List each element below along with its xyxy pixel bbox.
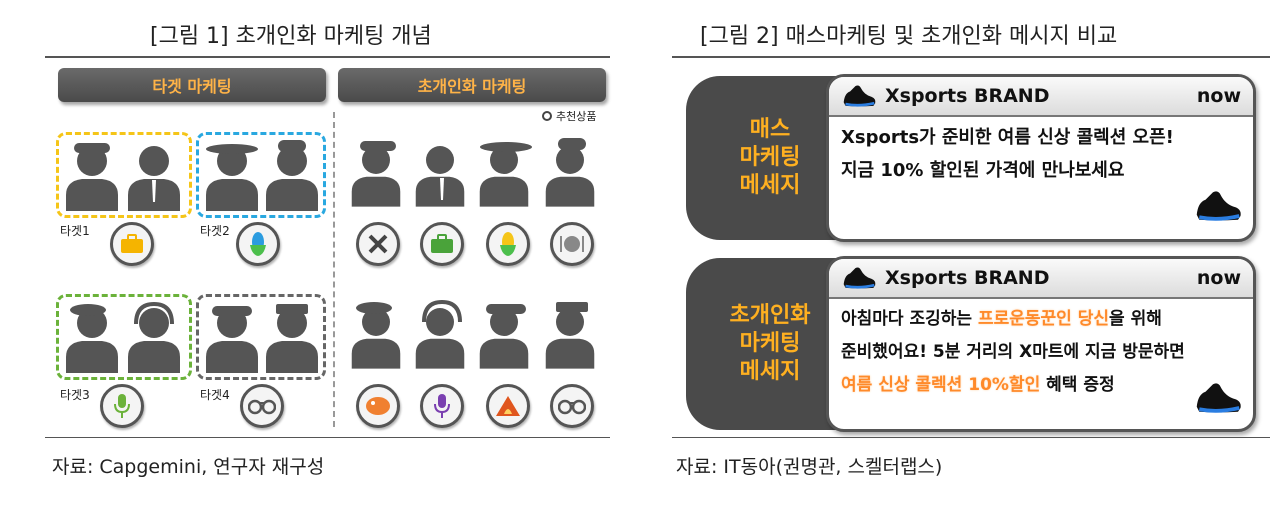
personal-line2: 준비했어요! 5분 거리의 X마트에 지금 방문하면 [841,342,1185,362]
personal-line3-b: 혜택 증정 [1040,375,1115,395]
construction-worker-icon [348,141,404,210]
mass-card-header: Xsports BRAND now [829,77,1253,117]
personal-label-line1: 초개인화 [729,303,811,328]
target4-label: 타겟4 [200,388,230,402]
personal-label-line2: 마케팅 [739,331,801,356]
corn-icon [486,222,530,266]
mass-time: now [1196,85,1241,107]
shoe-logo-icon [841,82,877,110]
personal-line3: 여름 신상 콜렉션 10%할인 혜택 증정 [841,369,1241,402]
section-divider [333,112,335,427]
recommend-dot-icon [542,111,552,121]
briefcase-icon [420,222,464,266]
office-worker-icon [124,140,184,212]
target4-group-box [196,294,326,380]
header-target-marketing: 타겟 마케팅 [58,68,326,102]
figure1-top-rule [45,56,610,58]
personal-message-card: Xsports BRAND now 아침마다 조깅하는 프로운동꾼인 당신을 위… [826,256,1256,432]
dj-icon [124,302,184,374]
palette-icon [356,384,400,428]
farmer-icon [476,142,532,210]
figure1-title: [그림 1] 초개인화 마케팅 개념 [150,24,432,49]
firefighter-icon [202,306,262,374]
recommend-legend-label: 추천상품 [556,110,597,123]
personal-line1-highlight: 프로운동꾼인 당신 [977,309,1110,329]
office-worker-icon [412,138,468,210]
shoe-icon [1193,379,1243,417]
personal-line1: 아침마다 조깅하는 프로운동꾼인 당신을 위해 [841,303,1241,336]
mass-line2: 지금 10% 할인된 가격에 만나보세요 [841,160,1125,181]
figure1-bottom-rule [45,437,610,438]
dj-icon [412,300,468,372]
figure2-source: 자료: IT동아(권명관, 스켈터랩스) [676,456,943,478]
mass-label-line2: 마케팅 [739,145,801,170]
briefcase-icon [110,222,154,266]
personal-label-line3: 메세지 [739,359,801,384]
microphone-icon [100,384,144,428]
police-icon [262,304,322,374]
figure2-title: [그림 2] 매스마케팅 및 초개인화 메시지 비교 [700,24,1118,49]
personal-line3-highlight: 여름 신상 콜렉션 10%할인 [841,375,1041,395]
mass-label-line1: 매스 [749,117,791,142]
personal-message-body: 아침마다 조깅하는 프로운동꾼인 당신을 위해 준비했어요! 5분 거리의 X마… [829,299,1253,406]
firefighter-icon [476,304,532,372]
target1-group-box [56,132,192,218]
mass-message-body: Xsports가 준비한 여름 신상 콜렉션 오픈! 지금 10% 할인된 가격… [829,117,1253,191]
construction-worker-icon [62,143,122,212]
recommend-legend: 추천상품 [542,108,596,124]
figure2-bottom-rule [672,437,1270,438]
figure2-top-rule [672,56,1270,58]
mass-message-card: Xsports BRAND now Xsports가 준비한 여름 신상 콜렉션… [826,74,1256,242]
target2-label: 타겟2 [200,224,230,238]
microphone-icon [420,384,464,428]
chef-icon [542,138,598,210]
personal-time: now [1196,267,1241,289]
target2-group-box [196,132,326,218]
header-hyper-personal-marketing: 초개인화 마케팅 [338,68,606,102]
mass-brand: Xsports BRAND [885,85,1050,107]
dish-icon [550,222,594,266]
corn-icon [236,222,280,266]
personal-brand: Xsports BRAND [885,267,1050,289]
personal-line1-b: 을 위해 [1109,309,1162,329]
personal-card-header: Xsports BRAND now [829,259,1253,299]
target3-label: 타겟3 [60,388,90,402]
fire-icon [486,384,530,428]
shoe-icon [1193,187,1243,225]
handcuffs-icon [240,384,284,428]
shoe-logo-icon [841,264,877,292]
police-icon [542,302,598,372]
farmer-icon [206,144,258,212]
mass-line1: Xsports가 준비한 여름 신상 콜렉션 오픈! [841,127,1174,148]
target1-label: 타겟1 [60,224,90,238]
handcuffs-icon [550,384,594,428]
tools-icon [356,222,400,266]
target3-group-box [56,294,192,380]
artist-icon [348,302,404,372]
chef-icon [262,140,322,212]
artist-icon [62,304,122,374]
figure1-source: 자료: Capgemini, 연구자 재구성 [52,456,325,478]
personal-line1-a: 아침마다 조깅하는 [841,309,978,329]
mass-label-line3: 메세지 [739,173,801,198]
